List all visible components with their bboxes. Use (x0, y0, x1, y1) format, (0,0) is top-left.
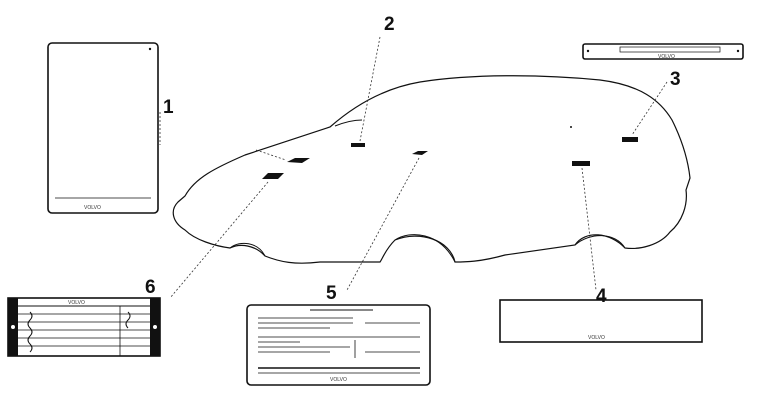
callout-3: 3 (670, 69, 681, 90)
mark-1 (287, 158, 310, 163)
mark-6 (262, 173, 284, 179)
callout-5: 5 (326, 283, 337, 304)
plate-4-brand: VOLVO (588, 335, 605, 341)
plate-3: VOLVO (582, 43, 744, 60)
callout-4: 4 (596, 286, 607, 307)
plate-5: VOLVO (246, 304, 431, 386)
callout-2: 2 (384, 14, 395, 35)
car-label-marks (262, 126, 638, 179)
mark-4 (572, 161, 590, 166)
plate-6: VOLVO (7, 297, 161, 357)
mark-5 (412, 151, 428, 155)
callout-numbers: 1 2 3 4 5 6 (145, 14, 681, 307)
leader-lines (159, 36, 668, 299)
plate-3-brand: VOLVO (658, 54, 675, 60)
plate-4: VOLVO (499, 299, 703, 343)
callout-6: 6 (145, 277, 156, 298)
mark-3 (622, 137, 638, 142)
plate-5-brand: VOLVO (330, 377, 347, 383)
plate-6-brand: VOLVO (68, 300, 85, 306)
car-outline (172, 75, 691, 264)
callout-1: 1 (163, 97, 174, 118)
plate-1: VOLVO (47, 42, 159, 214)
mark-2 (351, 143, 365, 147)
plate-1-brand: VOLVO (84, 205, 101, 211)
